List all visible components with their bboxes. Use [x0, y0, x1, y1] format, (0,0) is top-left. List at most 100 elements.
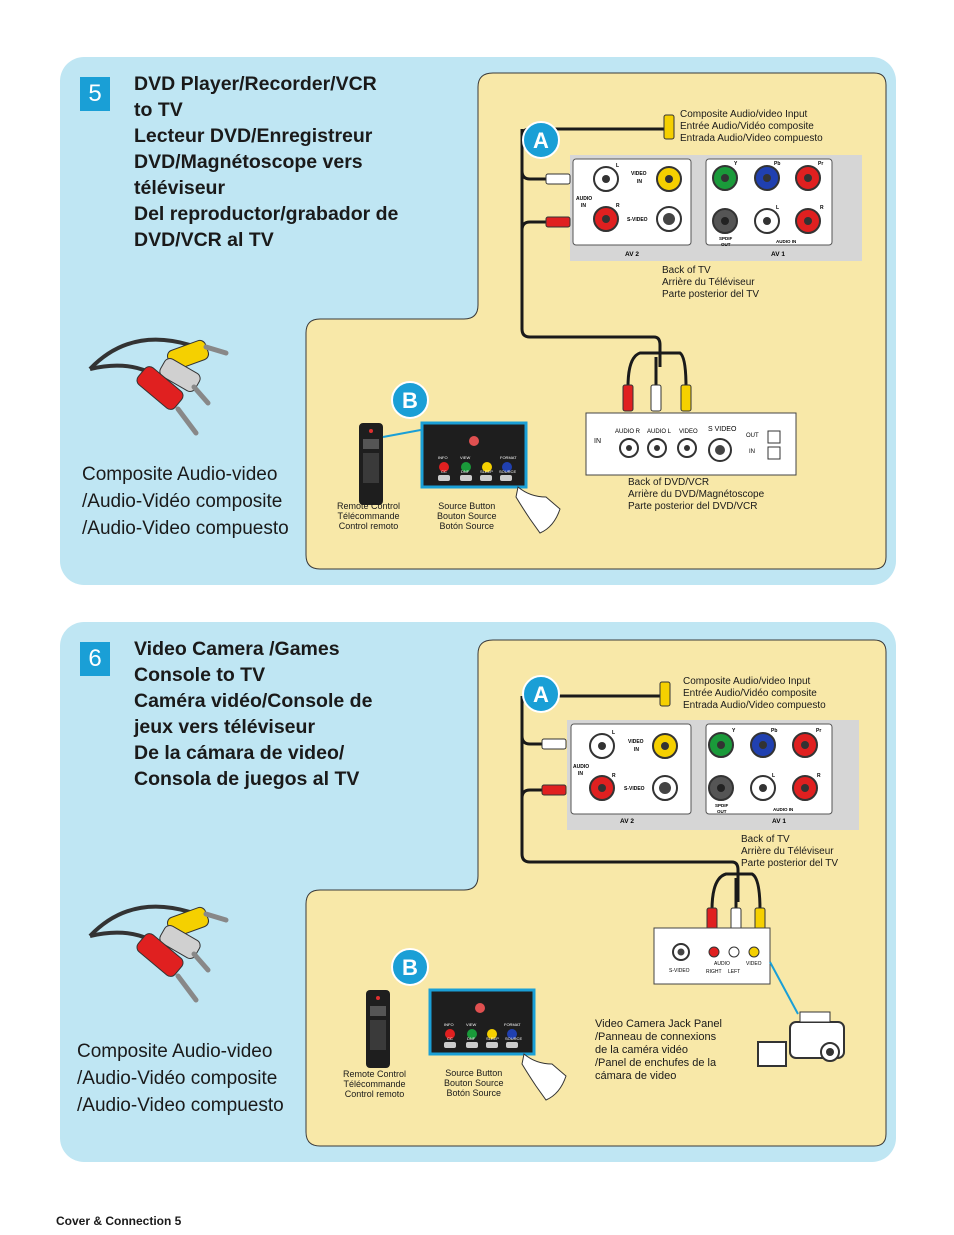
red-plug: [545, 216, 571, 228]
label-video-in: VIDEO: [631, 171, 647, 177]
dvd-video-label: VIDEO: [679, 429, 698, 435]
white-plug: [650, 384, 662, 412]
title-line: Consola de juegos al TV: [134, 768, 360, 790]
cam-video-label: VIDEO: [746, 961, 762, 967]
label-l: L: [772, 773, 775, 779]
label-audio-in: IN: [581, 203, 586, 209]
cable-wire: [626, 351, 688, 388]
dvd-s-video-label: S VIDEO: [708, 426, 737, 433]
device-label: Video Camera Jack Panel /Panneau de conn…: [595, 1018, 722, 1082]
title-line: téléviseur: [134, 177, 226, 199]
label-video-in: IN: [634, 747, 639, 753]
yellow-plug: [659, 681, 671, 707]
label-r: R: [820, 205, 824, 211]
title-line: DVD Player/Recorder/VCR: [134, 73, 377, 95]
label-video-in: IN: [637, 179, 642, 185]
label-av2: AV 2: [625, 251, 639, 258]
remote-control: [359, 423, 427, 505]
label-pr: Pr: [818, 161, 823, 167]
input-label: Composite Audio/video Input Entrée Audio…: [683, 676, 826, 711]
section-5-panel: 5 DVD Player/Recorder/VCR to TV Lecteur …: [60, 57, 896, 585]
callout-b: B: [391, 381, 429, 419]
svg-text:CC: CC: [441, 469, 447, 474]
cam-video-jack: [748, 946, 760, 958]
title-line: Lecteur DVD/Enregistreur: [134, 125, 373, 147]
label-r: R: [616, 203, 620, 209]
cam-audio-left-jack: [728, 946, 740, 958]
label-l: L: [616, 163, 619, 169]
title-line: DVD/Magnétoscope vers: [134, 151, 363, 173]
label-pb: Pb: [774, 161, 780, 167]
cam-s-video-label: S-VIDEO: [669, 968, 690, 974]
label-av2: AV 2: [620, 818, 634, 825]
cam-audio-right-jack: [708, 946, 720, 958]
pointing-hand-icon: [515, 486, 561, 534]
cam-right-label: RIGHT: [706, 969, 722, 975]
dvd-audio-r-label: AUDIO R: [615, 429, 641, 435]
video-camera-icon: [757, 1011, 845, 1067]
tv-back-label: Back of TV Arrière du Téléviseur Parte p…: [741, 834, 839, 869]
source-label: Source Button Bouton Source Botón Source: [437, 501, 497, 531]
diagram-background: [305, 72, 887, 570]
svg-text:VIEW: VIEW: [460, 455, 470, 460]
svg-text:A: A: [533, 682, 549, 707]
label-l: L: [776, 205, 779, 211]
svg-text:SLEEP: SLEEP: [480, 469, 493, 474]
title-line: De la cámara de video/: [134, 742, 345, 764]
remote-label: Remote Control Télécommande Control remo…: [337, 501, 401, 531]
red-plug: [622, 384, 634, 412]
label-av1: AV 1: [772, 818, 786, 825]
label-audio-in: AUDIO: [573, 764, 589, 770]
cam-left-label: LEFT: [728, 969, 740, 975]
label-s-video: S-VIDEO: [624, 786, 645, 792]
cable-wire: [520, 788, 554, 799]
svg-text:DNF: DNF: [461, 469, 470, 474]
dvd-in-jack: [767, 446, 781, 460]
svg-text:A: A: [533, 128, 549, 153]
label-s-video: S-VIDEO: [627, 217, 648, 223]
remote-control: [366, 990, 390, 1068]
label-r: R: [817, 773, 821, 779]
cam-audio-label: AUDIO: [714, 961, 730, 967]
white-plug: [545, 173, 571, 185]
title-line: Caméra vidéo/Console de: [134, 690, 373, 712]
label-spdif-out: OUT: [717, 809, 727, 814]
cable-caption: Composite Audio-video /Audio-Vidéo compo…: [77, 1041, 284, 1116]
label-r: R: [612, 773, 616, 779]
step-number: 6: [80, 642, 110, 676]
remote-label: Remote Control Télécommande Control remo…: [343, 1069, 407, 1099]
label-spdif-out: SPDIF: [719, 236, 733, 241]
title-line: Del reproductor/grabador de: [134, 203, 399, 225]
svg-text:DNF: DNF: [467, 1036, 476, 1041]
rca-cable-illustration: [88, 904, 229, 1003]
svg-text:SLEEP: SLEEP: [486, 1036, 499, 1041]
svg-text:SOURCE: SOURCE: [499, 469, 516, 474]
dvd-out-label: OUT: [746, 433, 759, 439]
step-number: 5: [80, 77, 110, 111]
label-pr: Pr: [816, 728, 821, 734]
label-spdif-out: SPDIF: [715, 803, 729, 808]
callout-b: B: [391, 948, 429, 986]
tv-back-label: Back of TV Arrière du Téléviseur Parte p…: [662, 265, 760, 300]
cable-caption: Composite Audio-video /Audio-Vidéo compo…: [82, 464, 289, 539]
label-y: Y: [734, 161, 738, 167]
white-plug: [541, 738, 567, 750]
title-line: jeux vers téléviseur: [134, 716, 316, 738]
pointing-hand-icon: [521, 1053, 567, 1101]
svg-text:VIEW: VIEW: [466, 1022, 476, 1027]
label-audio-in-bottom: AUDIO IN: [773, 807, 793, 812]
label-l: L: [612, 730, 615, 736]
page-footer: Cover & Connection 5: [56, 1214, 182, 1228]
input-label: Composite Audio/video Input Entrée Audio…: [680, 109, 823, 144]
source-button-zoom: INFO VIEW FORMAT CC DNF SLEEP SOURCE: [428, 988, 567, 1101]
svg-text:SOURCE: SOURCE: [505, 1036, 522, 1041]
label-audio-in: AUDIO: [576, 196, 592, 202]
yellow-plug: [680, 384, 692, 412]
section-title: DVD Player/Recorder/VCR to TV Lecteur DV…: [134, 71, 444, 253]
label-audio-in: IN: [578, 771, 583, 777]
title-line: Video Camera /Games: [134, 638, 340, 660]
svg-text:INFO: INFO: [444, 1022, 454, 1027]
cable-wire: [520, 220, 556, 231]
svg-text:FORMAT: FORMAT: [500, 455, 517, 460]
title-line: DVD/VCR al TV: [134, 229, 274, 251]
